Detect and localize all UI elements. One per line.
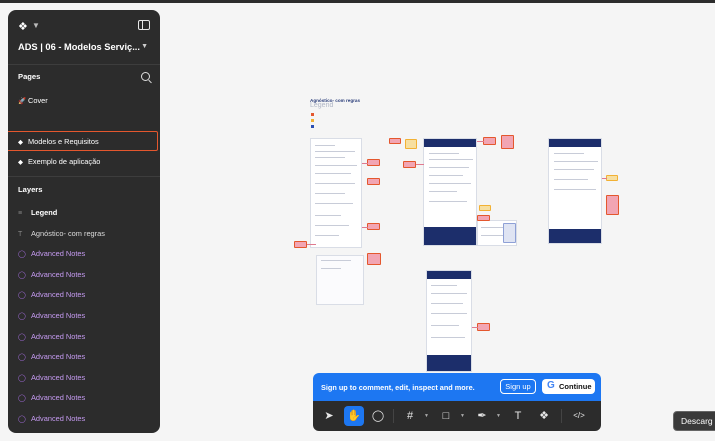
layer-item-advanced-notes[interactable]: ◯Advanced Notes xyxy=(18,311,86,320)
layer-item-advanced-notes[interactable]: ◯Advanced Notes xyxy=(18,414,86,423)
component-instance-icon: ◯ xyxy=(18,313,26,320)
frame-tool-icon[interactable]: # xyxy=(406,410,414,422)
legend-label: Legend xyxy=(310,102,334,109)
signup-banner: Sign up to comment, edit, inspect and mo… xyxy=(313,373,601,401)
annotation-note[interactable] xyxy=(403,161,416,168)
layers-heading: Layers xyxy=(18,185,43,194)
annotation-note[interactable] xyxy=(606,175,618,181)
annotation-note[interactable] xyxy=(405,139,417,149)
figma-logo-icon[interactable]: ❖ xyxy=(18,21,28,33)
chevron-down-icon[interactable]: ▼ xyxy=(424,413,429,419)
top-strip xyxy=(0,0,715,3)
signup-message: Sign up to comment, edit, inspect and mo… xyxy=(321,383,475,392)
annotation-note[interactable] xyxy=(503,223,516,243)
pen-tool-icon[interactable]: ✒ xyxy=(477,410,487,422)
layer-item-advanced-notes[interactable]: ◯Advanced Notes xyxy=(18,270,86,279)
bottom-toolbar: ➤ ✋ ◯ # ▼ □ ▼ ✒ ▼ T ❖ </> xyxy=(313,401,601,431)
chevron-down-icon[interactable]: ▼ xyxy=(460,413,465,419)
frame-document-1[interactable] xyxy=(310,138,362,248)
chevron-down-icon[interactable]: ▼ xyxy=(496,413,501,419)
annotation-note[interactable] xyxy=(501,135,514,149)
component-instance-icon: ◯ xyxy=(18,416,26,423)
left-sidebar: ❖ ▼ ADS | 06 - Modelos Serviç... ▼ Pages… xyxy=(8,10,160,433)
legend-swatch-blue xyxy=(311,125,314,128)
legend-swatch-red xyxy=(311,113,314,116)
annotation-note[interactable] xyxy=(389,138,401,144)
annotation-note[interactable] xyxy=(477,215,490,221)
section-icon: ≡ xyxy=(18,210,23,217)
layer-item-advanced-notes[interactable]: ◯Advanced Notes xyxy=(18,249,86,258)
selected-page-highlight xyxy=(8,131,158,151)
diamond-icon: ◆ xyxy=(18,139,23,146)
file-title[interactable]: ADS | 06 - Modelos Serviç... xyxy=(18,42,140,52)
divider xyxy=(8,64,160,65)
google-icon: G xyxy=(547,380,555,391)
rocket-icon: 🚀 xyxy=(18,98,27,105)
continue-with-google-button[interactable]: Continue xyxy=(542,379,595,394)
diamond-icon: ◆ xyxy=(18,159,23,166)
annotation-note[interactable] xyxy=(483,137,496,145)
component-instance-icon: ◯ xyxy=(18,272,26,279)
search-pages-icon[interactable] xyxy=(141,72,150,81)
chevron-down-icon[interactable]: ▼ xyxy=(32,21,40,30)
layer-item-advanced-notes[interactable]: ◯Advanced Notes xyxy=(18,290,86,299)
layer-item-advanced-notes[interactable]: ◯Advanced Notes xyxy=(18,373,86,382)
move-tool-icon[interactable]: ➤ xyxy=(324,410,334,422)
layer-item-advanced-notes[interactable]: ◯Advanced Notes xyxy=(18,332,86,341)
file-menu-chevron-icon[interactable]: ▼ xyxy=(141,43,148,50)
layer-item-advanced-notes[interactable]: ◯Advanced Notes xyxy=(18,352,86,361)
component-instance-icon: ◯ xyxy=(18,334,26,341)
sign-up-button[interactable]: Sign up xyxy=(500,379,536,394)
component-instance-icon: ◯ xyxy=(18,395,26,402)
text-tool-icon[interactable]: T xyxy=(514,410,522,422)
page-item-exemplo-de-aplicacao[interactable]: ◆Exemplo de aplicação xyxy=(18,157,101,166)
component-instance-icon: ◯ xyxy=(18,375,26,382)
annotation-note[interactable] xyxy=(367,253,381,265)
frame-app-screen-1[interactable] xyxy=(423,138,477,246)
components-tool-icon[interactable]: ❖ xyxy=(539,410,549,422)
pages-heading: Pages xyxy=(18,72,41,81)
dev-mode-icon[interactable]: </> xyxy=(573,411,585,420)
layer-item-advanced-notes[interactable]: ◯Advanced Notes xyxy=(18,393,86,402)
download-tooltip: Descarg xyxy=(673,411,715,431)
legend-heading: Agnóstico- com regras xyxy=(310,98,361,103)
annotation-note[interactable] xyxy=(294,241,307,248)
component-instance-icon: ◯ xyxy=(18,251,26,258)
frame-app-screen-2[interactable] xyxy=(548,138,602,244)
divider xyxy=(8,176,160,177)
component-instance-icon: ◯ xyxy=(18,354,26,361)
frame-document-2[interactable] xyxy=(316,255,364,305)
annotation-note[interactable] xyxy=(367,178,380,185)
comment-tool-icon[interactable]: ◯ xyxy=(371,410,385,422)
component-instance-icon: ◯ xyxy=(18,292,26,299)
layer-item-legend[interactable]: ≡Legend xyxy=(18,208,58,217)
frame-app-screen-3[interactable] xyxy=(426,270,472,372)
annotation-note[interactable] xyxy=(367,159,380,166)
annotation-note[interactable] xyxy=(479,205,491,211)
hand-tool-icon[interactable]: ✋ xyxy=(344,406,364,426)
annotation-note[interactable] xyxy=(477,323,490,331)
rectangle-tool-icon[interactable]: □ xyxy=(442,410,450,422)
text-layer-icon: T xyxy=(18,231,23,238)
page-item-modelos-e-requisitos[interactable]: ◆Modelos e Requisitos xyxy=(18,137,99,146)
legend-swatch-yellow xyxy=(311,119,314,122)
toggle-sidebar-icon[interactable] xyxy=(138,20,150,30)
annotation-note[interactable] xyxy=(367,223,380,230)
annotation-note[interactable] xyxy=(606,195,619,215)
page-item-cover[interactable]: 🚀Cover xyxy=(18,96,48,105)
